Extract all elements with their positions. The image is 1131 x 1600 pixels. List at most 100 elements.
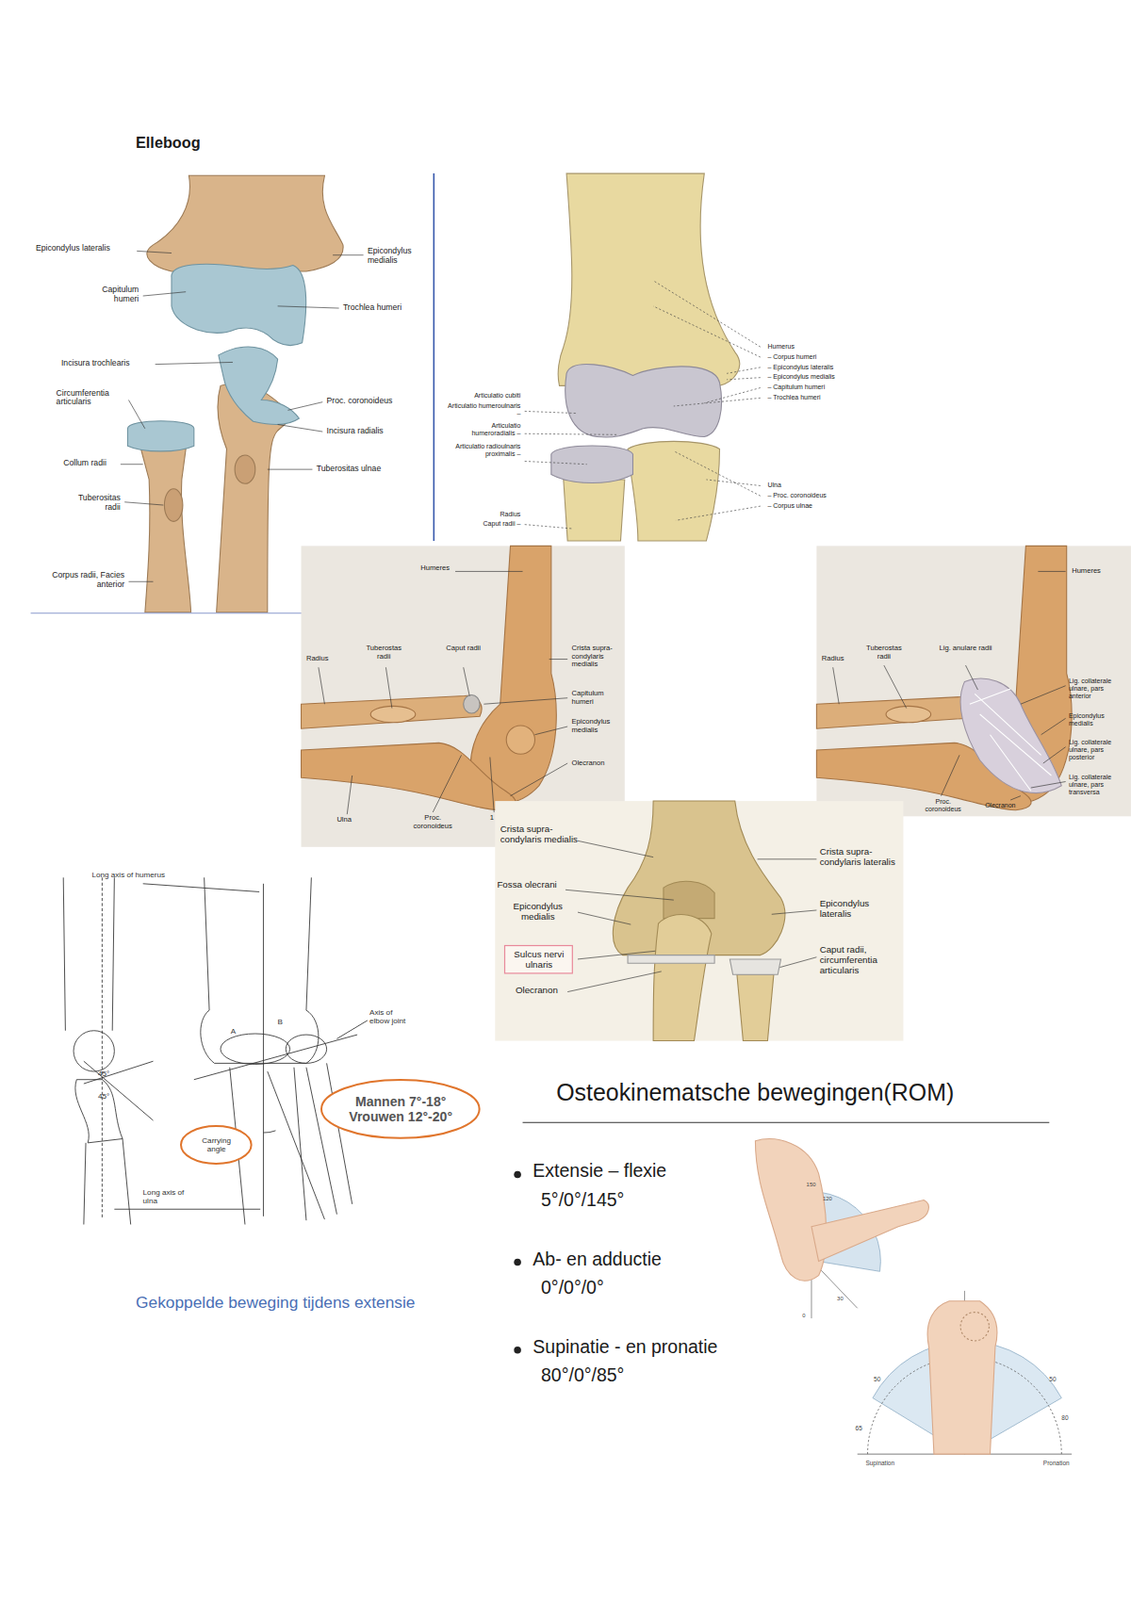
drawing-part [83, 1143, 86, 1226]
anatomy-label: Lig. collaterale ulnare, pars transversa [1068, 773, 1126, 797]
anatomy-label: B [278, 1017, 283, 1027]
drawing-part [129, 581, 154, 583]
anatomy-label: Olecranon [515, 985, 558, 997]
drawing-part [112, 877, 115, 1031]
drawing-part [567, 971, 662, 993]
drawing-part [524, 410, 577, 413]
heading-rule [523, 1122, 1050, 1124]
drawing-part [306, 877, 312, 1011]
drawing-part [234, 455, 256, 484]
leader-lines [524, 280, 761, 529]
anatomy-label: Axis of elbow joint [369, 1008, 415, 1026]
drawing-part [513, 1259, 522, 1267]
node-text: Mannen 7°-18° [348, 1094, 454, 1110]
anatomy-label: Lig. anulare radii [936, 644, 995, 653]
drawing-part [332, 254, 363, 256]
drawing-part [318, 667, 325, 705]
anatomy-label: Lig. collaterale ulnare, pars posterior [1068, 738, 1126, 762]
anatomy-label: Articulatio radioulnaris proximalis – [446, 442, 521, 459]
anatomy-label: Epicondylus medialis [367, 246, 429, 265]
drawing-part [278, 424, 324, 432]
node-content: Sulcus nervi ulnaris [508, 949, 569, 970]
drawing-part [262, 1131, 276, 1133]
anatomy-label: Long axis of ulna [143, 1188, 189, 1206]
drawing-part [577, 912, 631, 925]
drawing-part [220, 1033, 291, 1065]
drawing-part [535, 726, 569, 736]
drawing-part [124, 502, 164, 506]
anatomy-label: Proc. coronoideus [918, 798, 968, 814]
divider-line [433, 173, 436, 541]
drawing-part [816, 545, 1131, 817]
anatomy-label: Epicondylus medialis [1068, 712, 1126, 728]
anatomy-label: Epicondylus medialis [571, 718, 626, 735]
rotation-figure [857, 1291, 1072, 1455]
anatomy-label: Capitulum humeri [571, 689, 626, 706]
anatomy-label: Fossa olecrani [496, 880, 557, 891]
bullets [513, 1171, 522, 1355]
anatomy-label: Epicondylus lateralis [35, 244, 111, 254]
anatomy-label: 45° [98, 1069, 110, 1079]
node-text: Vrouwen 12°-20° [348, 1109, 454, 1125]
anatomy-label: Humeres [420, 564, 450, 573]
anatomy-label: Humeres [1071, 567, 1101, 575]
page-title: Elleboog [135, 133, 201, 151]
drawing-part [83, 1061, 154, 1084]
flexion-figure [754, 1139, 929, 1319]
anatomy-label: Incisura radialis [327, 426, 384, 437]
drawing-part [483, 698, 568, 705]
drawing-part [136, 250, 172, 253]
drawing-part [171, 263, 307, 345]
anatomy-label: Corpus radii, Facies anterior [40, 571, 125, 590]
anatomy-label: Proc. coronoideus [327, 396, 394, 407]
drawing-part [549, 658, 568, 660]
ellipse-outline [321, 1080, 480, 1139]
circled-values: Mannen 7°-18°Vrouwen 12°-20° [320, 1079, 481, 1140]
drawing-part [960, 1312, 989, 1342]
drawing-part [73, 1031, 115, 1072]
drawing-part [565, 363, 722, 437]
leader-lines [565, 840, 817, 992]
drawing-part [927, 1301, 998, 1455]
drawing-part [129, 400, 146, 429]
rom-text: 50 [1049, 1376, 1056, 1383]
anatomy-label: Caput radii, circumferentia articularis [819, 945, 902, 977]
drawing-part [267, 469, 313, 471]
drawing-part [885, 705, 932, 722]
drawing-part [463, 694, 480, 713]
drawing-part [884, 665, 907, 708]
anatomy-label: Epicondylus medialis [496, 901, 579, 923]
drawing-part [301, 695, 482, 729]
highlight-box: Sulcus nervi ulnaris [504, 945, 574, 974]
drawing-part [557, 173, 740, 386]
drawing-part [737, 974, 774, 1041]
circled-label: Carrying angle [180, 1125, 253, 1165]
drawing-part [726, 367, 761, 374]
ligament-view [816, 545, 1131, 817]
anatomy-label: Capitulum humeri [81, 285, 140, 304]
drawing-part [513, 1171, 522, 1180]
anatomy-label: Proc. coronoideus [404, 814, 462, 831]
drawing-part [262, 884, 264, 1217]
drawing-part [278, 306, 340, 309]
drawing-part [729, 959, 781, 975]
drawing-part [267, 1071, 326, 1220]
rom-text: Extensie – flexie [532, 1161, 667, 1182]
drawing-part [673, 397, 761, 407]
drawing-part [627, 955, 715, 965]
anatomy-label: Olecranon [571, 759, 605, 768]
drawing-part [811, 1200, 929, 1263]
rom-text: Osteokinematsche bewegingen(ROM) [556, 1080, 954, 1107]
drawing-part [771, 910, 818, 915]
drawing-part [577, 840, 654, 857]
drawing-part [194, 1034, 358, 1081]
node-text: Carrying angle [196, 1136, 237, 1155]
drawing-part [301, 742, 517, 810]
anatomy-label: – Corpus humeri [767, 353, 817, 361]
anatomy-label: Ulna [336, 816, 352, 824]
drawing-part [577, 950, 656, 960]
anatomy-label: Circumferentia articularis [56, 389, 129, 408]
anatomy-label: Tuberostas radii [859, 644, 909, 661]
